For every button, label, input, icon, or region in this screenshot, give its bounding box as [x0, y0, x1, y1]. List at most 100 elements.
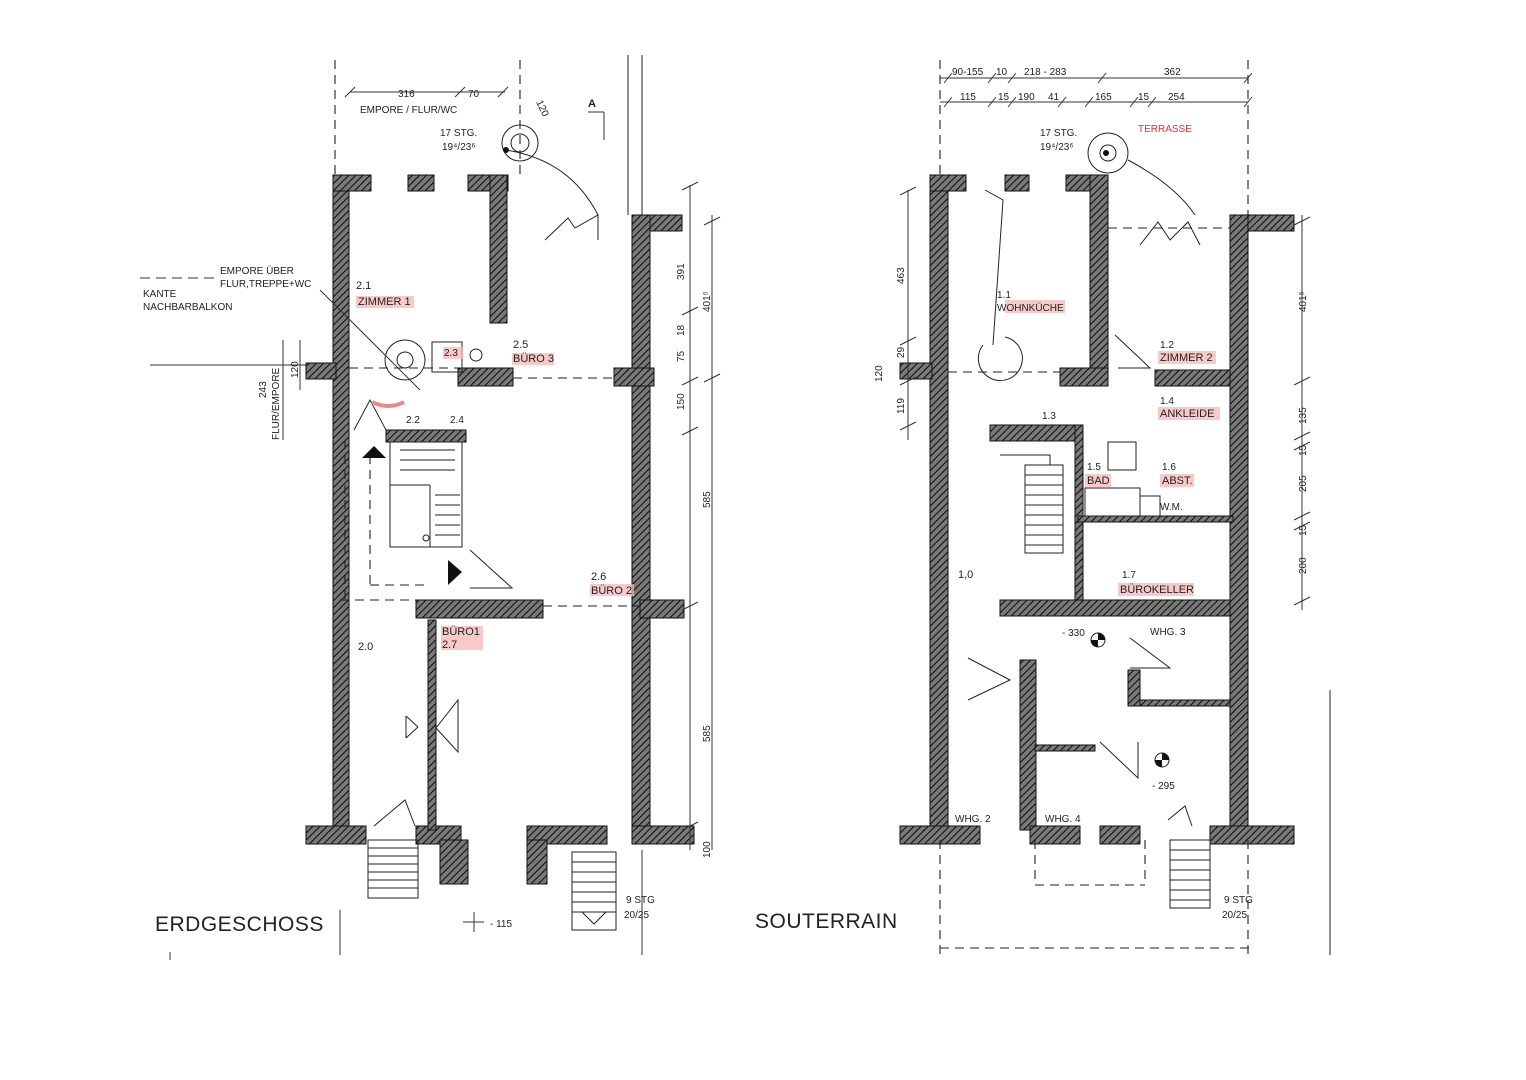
dim-150: 150 [676, 393, 687, 410]
level-marker: - 115 [490, 919, 512, 930]
washing-machine-label: W.M. [1160, 502, 1183, 513]
souterrain-level-markers [1090, 632, 1170, 768]
dim-120-souterrain: 120 [874, 365, 885, 382]
dim-41: 41 [1048, 92, 1060, 103]
dim-top-362: 362 [1164, 67, 1181, 78]
dim-316: 316 [398, 89, 415, 100]
room-1-3-number: 1.3 [1042, 411, 1056, 422]
room-1-6-name: ABST. [1162, 475, 1193, 487]
dim-585-upper: 585 [702, 491, 713, 508]
room-2-7-number: 2.7 [442, 639, 457, 651]
dim-115: 115 [960, 92, 976, 103]
erdgeschoss-doors [353, 214, 599, 827]
room-1-1-number: 1.1 [997, 290, 1011, 301]
whg-4-label: WHG. 4 [1045, 814, 1081, 825]
dim-190: 190 [1018, 92, 1035, 103]
dim-29: 29 [896, 346, 907, 358]
dim-100: 100 [702, 841, 713, 858]
souterrain-highlights [1005, 300, 1220, 596]
dim-243: 243 [258, 381, 269, 398]
stair-bottom-count-souterrain: 9 STG [1224, 895, 1253, 906]
room-2-1-number: 2.1 [356, 280, 371, 292]
floor-title-souterrain: SOUTERRAIN [755, 910, 898, 933]
level-marker-330: - 330 [1062, 628, 1085, 639]
dim-463: 463 [896, 267, 907, 284]
room-2-3-number: 2.3 [444, 348, 458, 359]
room-2-6-number: 2.6 [591, 571, 606, 583]
room-2-2-number: 2.2 [406, 415, 420, 426]
room-1-2-name: ZIMMER 2 [1160, 352, 1213, 364]
erdgeschoss-dashed-lines [334, 55, 643, 607]
floor-title-erdgeschoss: ERDGESCHOSS [155, 913, 324, 936]
dim-254: 254 [1168, 92, 1185, 103]
dim-585-lower: 585 [702, 725, 713, 742]
erdgeschoss-walls [305, 174, 695, 885]
stair-bottom-ratio-souterrain: 20/25 [1222, 910, 1247, 921]
room-2-5-number: 2.5 [513, 339, 528, 351]
dim-120: 120 [533, 99, 550, 119]
souterrain-staircase [1000, 132, 1211, 909]
souterrain-dimensions [899, 72, 1311, 610]
note-flur-empore: FLUR/EMPORE [271, 367, 282, 440]
room-2-6-name: BÜRO 2 [591, 585, 632, 597]
erdgeschoss-staircase [362, 124, 617, 931]
souterrain-walls [899, 174, 1295, 845]
note-kante-line2: NACHBARBALKON [143, 302, 232, 313]
dim-top-90-155: 90-155 [952, 67, 984, 78]
room-2-5-name: BÜRO 3 [513, 353, 554, 365]
stair-arrow-icon [362, 446, 386, 458]
dim-75: 75 [676, 350, 687, 362]
room-2-7-name: BÜRO1 [442, 626, 480, 638]
dim-391: 391 [676, 263, 687, 280]
level-marker-295: - 295 [1152, 781, 1175, 792]
room-1-1-name: WOHNKÜCHE [997, 302, 1064, 314]
stair-top-count-souterrain: 17 STG. [1040, 128, 1077, 139]
dim-top-218-283: 218 - 283 [1024, 67, 1067, 78]
dim-200: 200 [1298, 557, 1309, 574]
dim-top-10: 10 [996, 67, 1008, 78]
dim-4015: 401⁵ [702, 291, 713, 312]
dim-165: 165 [1095, 92, 1112, 103]
dim-119: 119 [896, 398, 907, 414]
whg-3-label: WHG. 3 [1150, 627, 1186, 638]
room-2-4-number: 2.4 [450, 415, 464, 426]
note-empore-ueber-line1: EMPORE ÜBER [220, 265, 294, 277]
dim-18: 18 [676, 324, 687, 336]
room-1-4-number: 1.4 [1160, 396, 1174, 407]
section-marker-a: A [588, 98, 596, 110]
dim-15-c: 15 [1298, 444, 1309, 456]
note-kante-line1: KANTE [143, 289, 177, 300]
erdgeschoss-dimensions [140, 86, 721, 960]
note-empore-ueber-line2: FLUR,TREPPE+WC [220, 279, 311, 290]
dim-70: 70 [468, 89, 480, 100]
erdgeschoss-highlights [356, 296, 634, 650]
room-1-4-name: ANKLEIDE [1160, 408, 1214, 420]
room-1-5-name: BAD [1087, 475, 1110, 487]
room-1-6-number: 1.6 [1162, 462, 1176, 473]
dim-15-d: 15 [1298, 524, 1309, 536]
room-1-0-number: 1,0 [958, 569, 973, 581]
room-1-2-number: 1.2 [1160, 340, 1174, 351]
souterrain-doors [967, 189, 1201, 780]
souterrain-dashed-lines [939, 60, 1250, 955]
terrasse-label: TERRASSE [1138, 124, 1192, 135]
dim-4015-souterrain: 401⁵ [1298, 291, 1309, 312]
room-1-7-number: 1.7 [1122, 570, 1136, 581]
stair-bottom-count: 9 STG [626, 895, 655, 906]
dim-135: 135 [1298, 407, 1309, 424]
note-empore-flur-wc: EMPORE / FLUR/WC [360, 105, 457, 116]
erdgeschoss-plan: 2.1 ZIMMER 1 2.3 2.5 BÜRO 3 2.2 2.4 2.6 … [140, 55, 721, 960]
stair-bottom-ratio: 20/25 [624, 910, 649, 921]
stair-top-ratio-souterrain: 19⁴/23⁶ [1040, 142, 1073, 153]
room-2-1-name: ZIMMER 1 [358, 296, 411, 308]
whg-2-label: WHG. 2 [955, 814, 991, 825]
souterrain-plan: 1.1 WOHNKÜCHE 1.2 ZIMMER 2 1.3 1.4 ANKLE… [755, 60, 1331, 955]
dim-120-left: 120 [290, 361, 301, 378]
room-1-5-number: 1.5 [1087, 462, 1101, 473]
dim-15-a: 15 [998, 92, 1010, 103]
dim-205: 205 [1298, 475, 1309, 492]
stair-top-ratio: 19⁴/23⁶ [442, 142, 475, 153]
dim-15-b: 15 [1138, 92, 1150, 103]
room-1-7-name: BÜROKELLER [1120, 584, 1194, 596]
